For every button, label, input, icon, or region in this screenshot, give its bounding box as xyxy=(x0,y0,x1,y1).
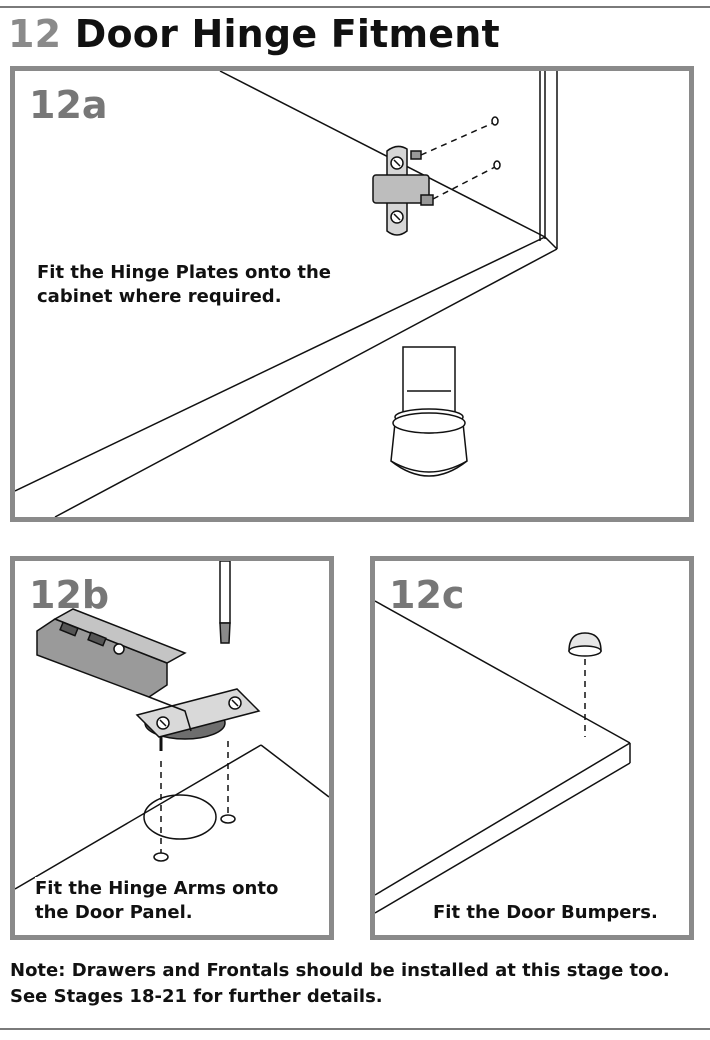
hinge-plate-illustration xyxy=(15,71,558,517)
panel-12c: 12c Fit the Door Bumpers. xyxy=(370,556,694,940)
note-text: Drawers and Frontals should be installed… xyxy=(10,960,676,1007)
step-label-12b: 12b xyxy=(29,573,110,617)
caption-12a: Fit the Hinge Plates onto the cabinet wh… xyxy=(37,261,331,309)
caption-12b-line-2: the Door Panel. xyxy=(35,902,193,923)
stage-note: Note: Drawers and Frontals should be ins… xyxy=(10,958,700,1010)
caption-12a-line-1: Fit the Hinge Plates onto the xyxy=(37,262,331,283)
caption-12a-line-2: cabinet where required. xyxy=(37,286,282,307)
caption-12c-line-1: Fit the Door Bumpers. xyxy=(433,902,658,923)
caption-12b-line-1: Fit the Hinge Arms onto xyxy=(35,878,279,899)
page-title: 12 Door Hinge Fitment xyxy=(8,12,500,56)
panel-12b: 12b Fit the Hinge Arms onto the Door Pan… xyxy=(10,556,334,940)
door-bumper-illustration xyxy=(375,600,631,914)
caption-12b: Fit the Hinge Arms onto the Door Panel. xyxy=(35,877,279,925)
hinge-arm-illustration xyxy=(15,561,329,890)
caption-12c: Fit the Door Bumpers. xyxy=(433,901,658,925)
bottom-rule xyxy=(0,1028,710,1030)
top-rule xyxy=(0,6,710,8)
stage-number: 12 xyxy=(8,12,62,56)
note-label: Note: xyxy=(10,960,66,981)
step-label-12c: 12c xyxy=(389,573,465,617)
panel-12a: 12a Fit the Hinge Plates onto the cabine… xyxy=(10,66,694,522)
step-label-12a: 12a xyxy=(29,83,108,127)
stage-title: Door Hinge Fitment xyxy=(74,12,500,56)
